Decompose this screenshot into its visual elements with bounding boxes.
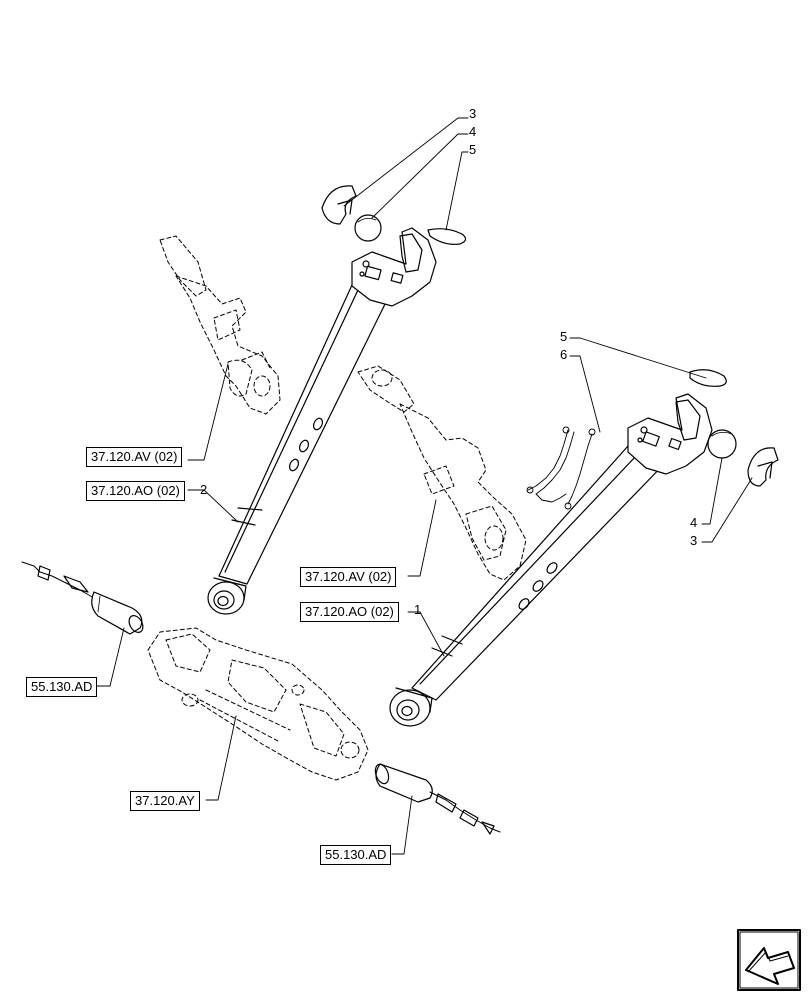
lower-link-left <box>207 227 437 615</box>
ball-cover-upper <box>321 185 357 225</box>
pin-right <box>374 763 501 835</box>
ghost-linkage-center <box>357 365 527 581</box>
reference-leaders <box>95 363 445 855</box>
callout-6-mid: 6 <box>560 347 568 362</box>
ball-cover-right <box>747 447 779 487</box>
callout-5-upper: 5 <box>469 142 477 157</box>
callout-2-left-link: 2 <box>200 482 208 497</box>
leaders-right <box>569 337 753 543</box>
reference-link-ad-right[interactable]: 55.130.AD <box>320 845 392 865</box>
check-chain <box>526 426 596 510</box>
reference-link-ay[interactable]: 37.120.AY <box>130 791 200 811</box>
callout-1-right-link: 1 <box>414 602 422 617</box>
callout-5-mid: 5 <box>560 329 568 344</box>
clip-pin-right <box>689 369 727 387</box>
callout-3-upper: 3 <box>469 106 477 121</box>
reference-link-ao-lower[interactable]: 37.120.AO (02) <box>300 602 399 622</box>
pin-left <box>21 561 144 635</box>
ghost-housing <box>147 627 369 781</box>
reference-link-ao-upper[interactable]: 37.120.AO (02) <box>86 481 185 501</box>
ball-upper <box>354 214 382 242</box>
callout-3-right: 3 <box>690 533 698 548</box>
callout-4-upper: 4 <box>469 124 477 139</box>
navigation-arrow-icon[interactable] <box>736 928 802 992</box>
lower-link-right <box>389 393 713 727</box>
ball-right <box>707 429 737 459</box>
leaders-upper <box>343 117 469 231</box>
reference-link-av-upper[interactable]: 37.120.AV (02) <box>86 447 183 467</box>
callout-4-right: 4 <box>690 515 698 530</box>
reference-link-av-lower[interactable]: 37.120.AV (02) <box>300 567 397 587</box>
clip-pin-upper <box>427 228 467 245</box>
reference-link-ad-left[interactable]: 55.130.AD <box>26 677 98 697</box>
ghost-linkage-left <box>159 235 281 415</box>
